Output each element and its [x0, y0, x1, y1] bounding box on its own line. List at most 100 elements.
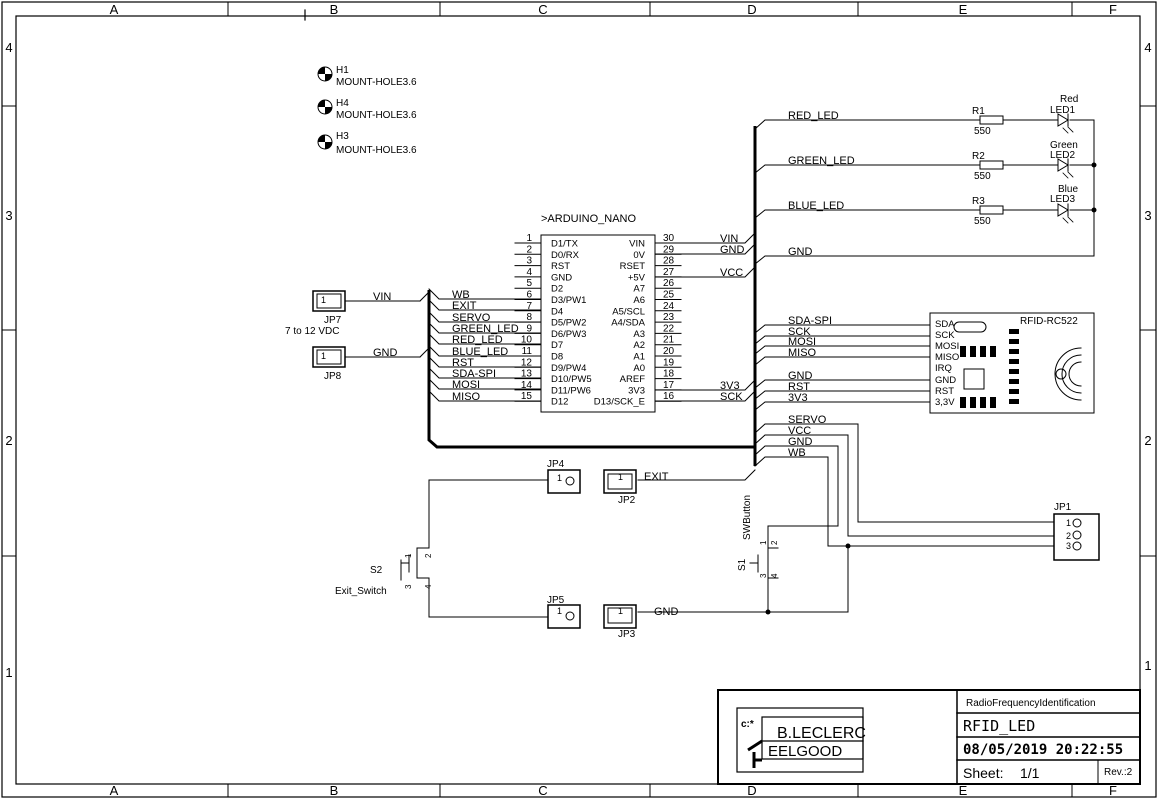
nano-pin-number: 10: [521, 335, 533, 346]
rfid-pin: SCK: [935, 330, 955, 341]
jp8-ref: JP8: [324, 371, 342, 382]
net-label: GND: [788, 246, 813, 258]
nano-pin-number: 18: [663, 369, 675, 380]
net-label: MOSI: [452, 379, 480, 391]
nano-pin-number: 16: [663, 391, 675, 402]
net-label: SDA-SPI: [788, 315, 832, 327]
s1-value: SWButton: [742, 495, 753, 540]
nano-pin-name: AREF: [620, 374, 646, 385]
pin-number: 4: [424, 584, 433, 589]
col-label: C: [538, 783, 547, 798]
rfid-pin: MOSI: [935, 341, 959, 352]
led-branch-blue: BLUE_LED R3 550 Blue LED3: [788, 184, 1078, 227]
net-label: RST: [788, 381, 810, 393]
revision: Rev.:2: [1104, 767, 1133, 778]
jp3-ref: JP3: [618, 629, 636, 640]
pin-number: 1: [557, 606, 562, 616]
net-label: WB: [788, 447, 806, 459]
net-label: WB: [452, 289, 470, 301]
led-color: Blue: [1058, 184, 1078, 195]
nano-pin-number: 21: [663, 335, 675, 346]
nano-pin-number: 4: [526, 267, 532, 278]
pin-number: 1: [321, 351, 326, 361]
rfid-pin: RST: [935, 386, 954, 397]
logo-prefix: c:*: [741, 719, 754, 730]
nano-pin-name: A1: [633, 352, 645, 363]
led-branch-green: GREEN_LED R2 550 Green LED2: [788, 140, 1078, 182]
project-name: RadioFrequencyIdentification: [966, 698, 1096, 709]
sheet-number: 1/1: [1020, 765, 1040, 781]
row-label: 1: [5, 665, 12, 680]
nano-pin-name: 3V3: [628, 385, 645, 396]
nano-pin-name: A5/SCL: [612, 306, 645, 317]
jp4-connector: 1 JP4: [547, 459, 581, 494]
nano-pin-number: 25: [663, 290, 675, 301]
wires: [344, 119, 1095, 618]
jp5-ref: JP5: [547, 595, 565, 606]
pin-number: 2: [770, 540, 779, 545]
jp4-ref: JP4: [547, 459, 565, 470]
led-ref: LED2: [1050, 150, 1075, 161]
rfid-pin: IRQ: [935, 363, 952, 374]
net-label: VIN: [720, 233, 738, 245]
pin-number: 2: [424, 553, 433, 558]
resistor-value: 550: [974, 216, 991, 227]
nano-pin-name: D12: [551, 397, 568, 408]
net-label: EXIT: [452, 300, 477, 312]
nano-pin-name: A0: [633, 363, 645, 374]
row-label: 1: [1144, 658, 1151, 673]
rfid-pin: SDA: [935, 319, 955, 330]
s2-value: Exit_Switch: [335, 586, 387, 597]
net-label: RED_LED: [788, 110, 839, 122]
col-label: A: [110, 783, 119, 798]
resistor-value: 550: [974, 126, 991, 137]
s2-ref: S2: [370, 565, 383, 576]
net-label: SCK: [720, 391, 743, 403]
net-label: VCC: [720, 267, 743, 279]
nano-pin-name: A2: [633, 340, 645, 351]
resistor-ref: R1: [972, 106, 985, 117]
net-label: EXIT: [644, 471, 669, 483]
author: B.LECLERC: [777, 725, 866, 742]
col-label: B: [330, 783, 339, 798]
led-icon: [1057, 158, 1074, 179]
nano-pin-number: 19: [663, 357, 675, 368]
jp7-connector: 1 JP7 7 to 12 VDC VIN: [285, 290, 391, 337]
net-label: GND: [373, 347, 398, 359]
nano-pin-number: 6: [526, 290, 532, 301]
net-label: RST: [452, 357, 474, 369]
rfid-pin: MISO: [935, 352, 959, 363]
net-label: BLUE_LED: [452, 346, 508, 358]
mount-hole-ref: H1: [336, 65, 349, 76]
pin-number: 4: [770, 573, 779, 578]
nano-pin-number: 7: [526, 301, 532, 312]
net-label: GND: [788, 436, 813, 448]
row-label: 3: [1144, 208, 1151, 223]
jp8-connector: 1 JP8 GND: [312, 346, 398, 382]
junctions: [765, 162, 1097, 615]
nano-pin-name: D3/PW1: [551, 295, 586, 306]
nano-pin-name: A4/SDA: [611, 318, 645, 329]
pin-number: 1: [759, 540, 768, 545]
nano-pin-number: 28: [663, 256, 675, 267]
net-label: 3V3: [720, 380, 740, 392]
nano-pin-number: 24: [663, 301, 675, 312]
col-label: E: [959, 2, 968, 17]
mount-holes: H1 MOUNT-HOLE3.6 H4 MOUNT-HOLE3.6 H3 MOU…: [317, 65, 417, 156]
bus-nets: SERVO VCC GND WB: [788, 414, 827, 459]
nano-pin-number: 11: [522, 346, 533, 357]
nano-pin-name: GND: [551, 272, 572, 283]
nano-pin-number: 15: [521, 391, 533, 402]
rfid-nets: SDA-SPI SCK MOSI MISO GND RST 3V3: [788, 315, 832, 404]
frame-labels: A B C D E F A B C D E F 4 3 2 1 4 3 2 1: [5, 2, 1151, 798]
resistor-ref: R3: [972, 196, 985, 207]
jp2-connector: 1 JP2 EXIT: [603, 469, 669, 506]
s1-ref: S1: [737, 558, 748, 571]
net-label: SERVO: [788, 414, 827, 426]
nano-pin-name: A3: [633, 329, 645, 340]
col-label: F: [1109, 783, 1117, 798]
nano-pin-name: 0V: [633, 250, 645, 261]
